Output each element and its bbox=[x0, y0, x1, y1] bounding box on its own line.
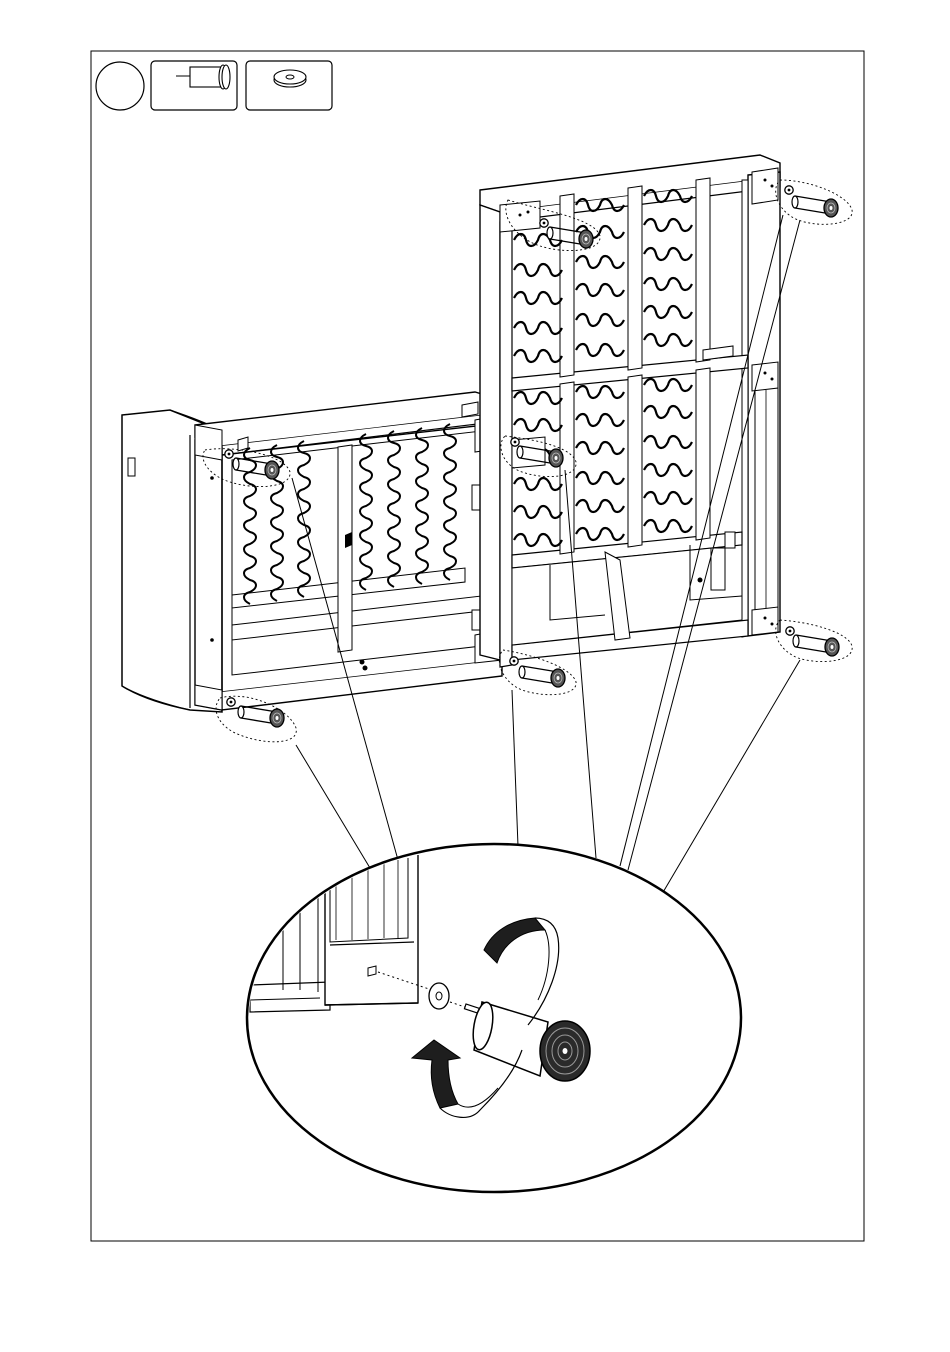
leg-back-right-top bbox=[776, 180, 852, 224]
washer-detail bbox=[429, 983, 449, 1009]
washer-icon bbox=[274, 70, 306, 87]
sofa-left-section bbox=[122, 392, 502, 712]
step-number-circle bbox=[96, 62, 144, 110]
zoom-detail bbox=[247, 844, 741, 1192]
sofa-right-section bbox=[480, 155, 780, 667]
leg-front-right bbox=[776, 620, 852, 662]
parts-box-leg bbox=[151, 61, 237, 110]
parts-box-washer bbox=[246, 61, 332, 110]
